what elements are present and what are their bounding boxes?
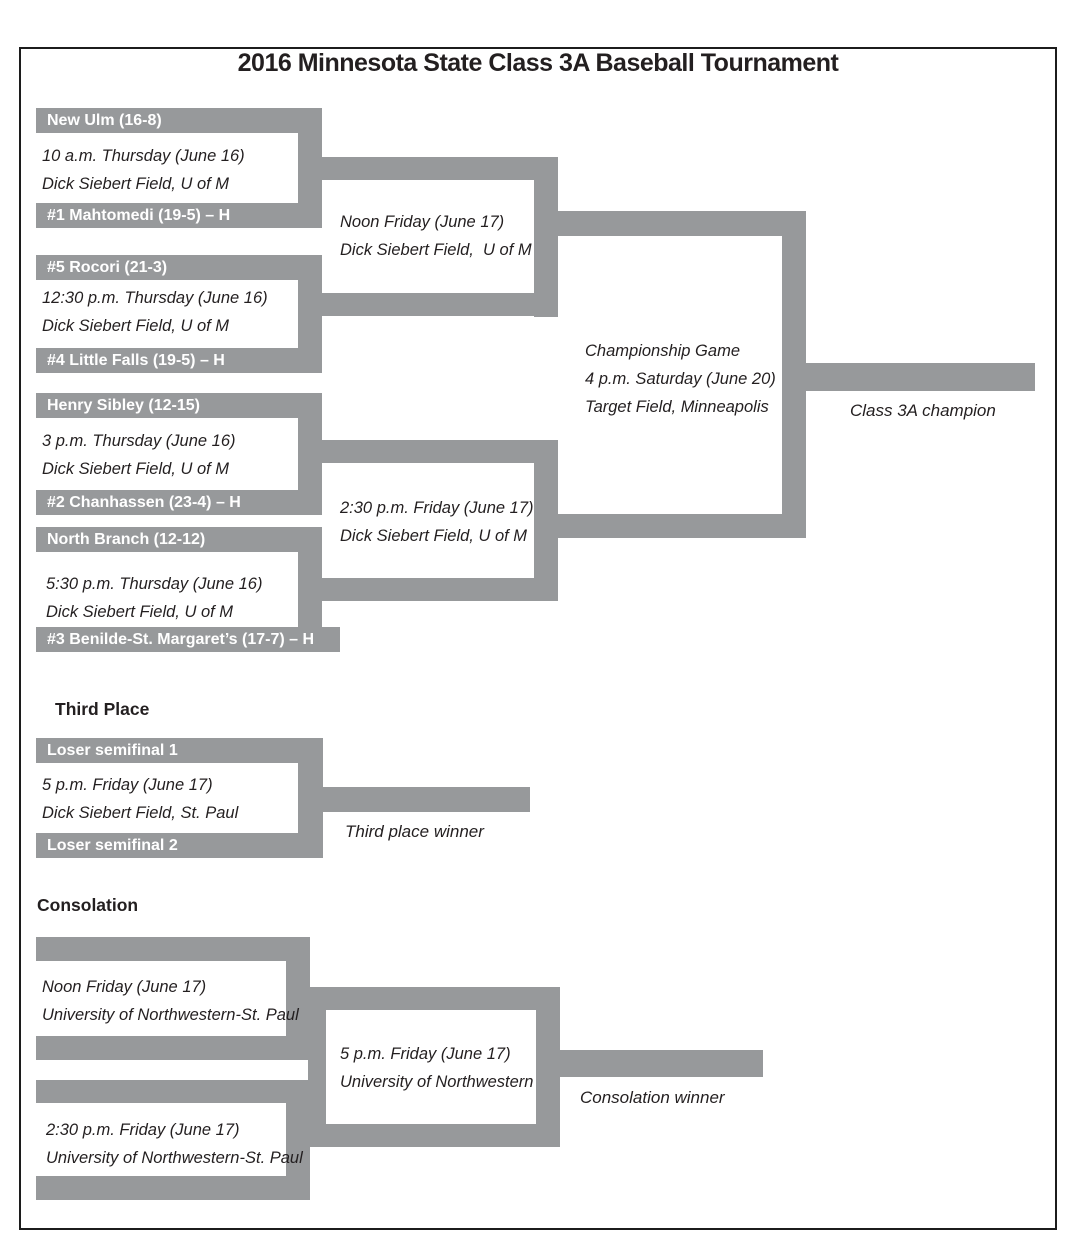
game-time: 10 a.m. Thursday (June 16) xyxy=(42,147,245,165)
connector-consfinal-left xyxy=(308,987,326,1147)
game-info-quarterfinal-3: 3 p.m. Thursday (June 16) Dick Siebert F… xyxy=(42,427,236,483)
game-time: 12:30 p.m. Thursday (June 16) xyxy=(42,289,268,307)
game-info-quarterfinal-4: 5:30 p.m. Thursday (June 16) Dick Sieber… xyxy=(46,570,262,626)
game-time: 5 p.m. Friday (June 17) xyxy=(340,1045,511,1063)
connector-semi1-top xyxy=(322,157,558,180)
border-frame xyxy=(19,47,1057,1230)
connector-champion-line xyxy=(806,363,1035,391)
game-label: Championship Game xyxy=(585,342,740,360)
game-venue: Dick Siebert Field, St. Paul xyxy=(42,804,239,822)
team-bar-consolation1-top xyxy=(36,937,310,961)
game-venue: Dick Siebert Field, U of M xyxy=(340,527,528,545)
connector-semi2-bottom xyxy=(322,578,558,601)
connector-semi2-top xyxy=(322,440,558,463)
champion-label: Class 3A champion xyxy=(850,401,996,420)
game-info-quarterfinal-2: 12:30 p.m. Thursday (June 16) Dick Siebe… xyxy=(42,284,268,340)
team-bar-benilde: #3 Benilde-St. Margaret’s (17-7) – H xyxy=(36,627,340,652)
game-venue: Dick Siebert Field, U of M xyxy=(42,317,230,335)
game-info-consolation-2: 2:30 p.m. Friday (June 17) University of… xyxy=(46,1116,303,1172)
connector-consfinal-top xyxy=(308,987,560,1010)
team-bar-loser-semifinal-1: Loser semifinal 1 xyxy=(36,738,323,763)
connector-semi2-right xyxy=(534,440,558,601)
connector-semi1-bottom xyxy=(322,293,558,316)
consolation-heading: Consolation xyxy=(37,895,139,915)
game-time: 4 p.m. Saturday (June 20) xyxy=(585,370,776,388)
game-venue: Dick Siebert Field, U of M xyxy=(46,603,234,621)
game-time: 2:30 p.m. Friday (June 17) xyxy=(46,1121,240,1139)
game-info-semifinal-2: 2:30 p.m. Friday (June 17) Dick Siebert … xyxy=(340,494,534,550)
game-venue: University of Northwestern xyxy=(340,1073,534,1091)
connector-semi1-right xyxy=(534,157,558,317)
consolation-winner-label: Consolation winner xyxy=(580,1088,725,1107)
game-time: Noon Friday (June 17) xyxy=(42,978,207,996)
game-venue: Target Field, Minneapolis xyxy=(585,398,769,416)
team-bar-chanhassen: #2 Chanhassen (23-4) – H xyxy=(36,490,322,515)
team-bar-henry-sibley: Henry Sibley (12-15) xyxy=(36,393,322,418)
game-time: 5:30 p.m. Thursday (June 16) xyxy=(46,575,263,593)
connector-champ-column xyxy=(782,211,806,538)
connector-champ-bottom xyxy=(558,514,806,538)
connector-consfinal-right xyxy=(536,987,560,1147)
team-bar-consolation2-bottom xyxy=(36,1176,310,1200)
game-time: 3 p.m. Thursday (June 16) xyxy=(42,432,236,450)
team-bar-consolation2-top xyxy=(36,1080,310,1103)
game-venue: Dick Siebert Field, U of M xyxy=(42,460,230,478)
game-info-semifinal-1: Noon Friday (June 17) Dick Siebert Field… xyxy=(340,208,532,264)
team-bar-loser-semifinal-2: Loser semifinal 2 xyxy=(36,833,323,858)
team-bar-north-branch: North Branch (12-12) xyxy=(36,527,322,552)
team-bar-new-ulm: New Ulm (16-8) xyxy=(36,108,322,133)
game-info-quarterfinal-1: 10 a.m. Thursday (June 16) Dick Siebert … xyxy=(42,142,245,198)
third-place-winner-label: Third place winner xyxy=(345,822,484,841)
connector-thirdplace-winner-line xyxy=(323,787,530,812)
game-time: 5 p.m. Friday (June 17) xyxy=(42,776,213,794)
game-info-third-place: 5 p.m. Friday (June 17) Dick Siebert Fie… xyxy=(42,771,238,827)
team-bar-rocori: #5 Rocori (21-3) xyxy=(36,255,322,280)
game-info-championship: Championship Game 4 p.m. Saturday (June … xyxy=(585,337,776,421)
game-venue: University of Northwestern-St. Paul xyxy=(46,1149,303,1167)
game-time: Noon Friday (June 17) xyxy=(340,213,505,231)
team-bar-consolation1-bottom xyxy=(36,1036,310,1060)
game-time: 2:30 p.m. Friday (June 17) xyxy=(340,499,534,517)
page-title: 2016 Minnesota State Class 3A Baseball T… xyxy=(237,49,839,77)
team-bar-mahtomedi: #1 Mahtomedi (19-5) – H xyxy=(36,203,322,228)
game-info-consolation-1: Noon Friday (June 17) University of Nort… xyxy=(42,973,299,1029)
connector-consolation-winner-line xyxy=(560,1050,763,1077)
connector-champ-top xyxy=(558,211,806,236)
team-bar-little-falls: #4 Little Falls (19-5) – H xyxy=(36,348,322,373)
game-info-consolation-final: 5 p.m. Friday (June 17) University of No… xyxy=(340,1040,533,1096)
game-venue: Dick Siebert Field, U of M xyxy=(42,175,230,193)
third-place-heading: Third Place xyxy=(55,699,150,719)
connector-consfinal-bottom xyxy=(308,1124,560,1147)
game-venue: University of Northwestern-St. Paul xyxy=(42,1006,299,1024)
game-venue: Dick Siebert Field, U of M xyxy=(340,241,532,259)
